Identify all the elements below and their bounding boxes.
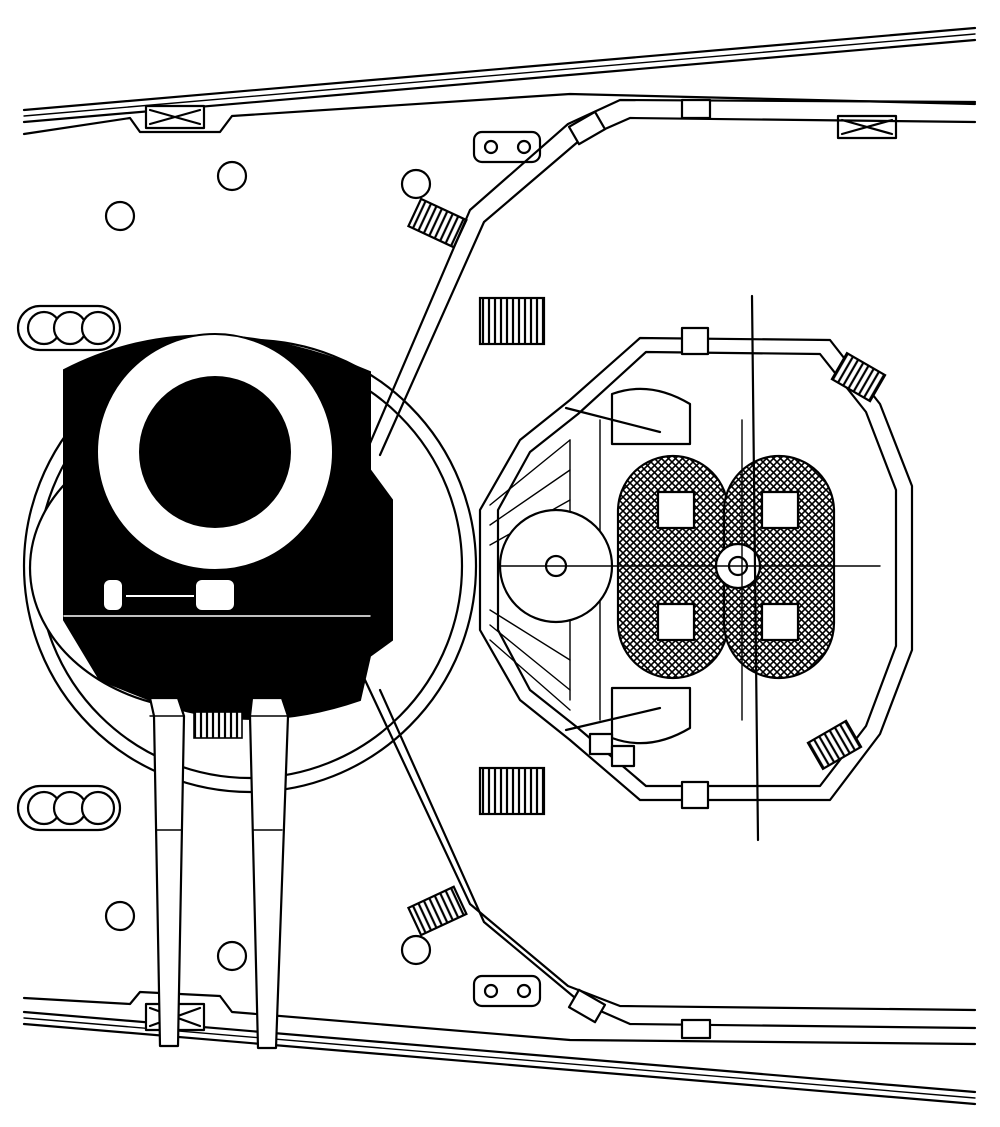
chock-top-left <box>144 104 206 130</box>
deck-fittings <box>16 130 546 1008</box>
chock-top-right <box>836 114 898 140</box>
breakwater-outline <box>363 98 977 1040</box>
secondary-structure <box>478 294 914 842</box>
main-turret <box>22 333 478 1050</box>
